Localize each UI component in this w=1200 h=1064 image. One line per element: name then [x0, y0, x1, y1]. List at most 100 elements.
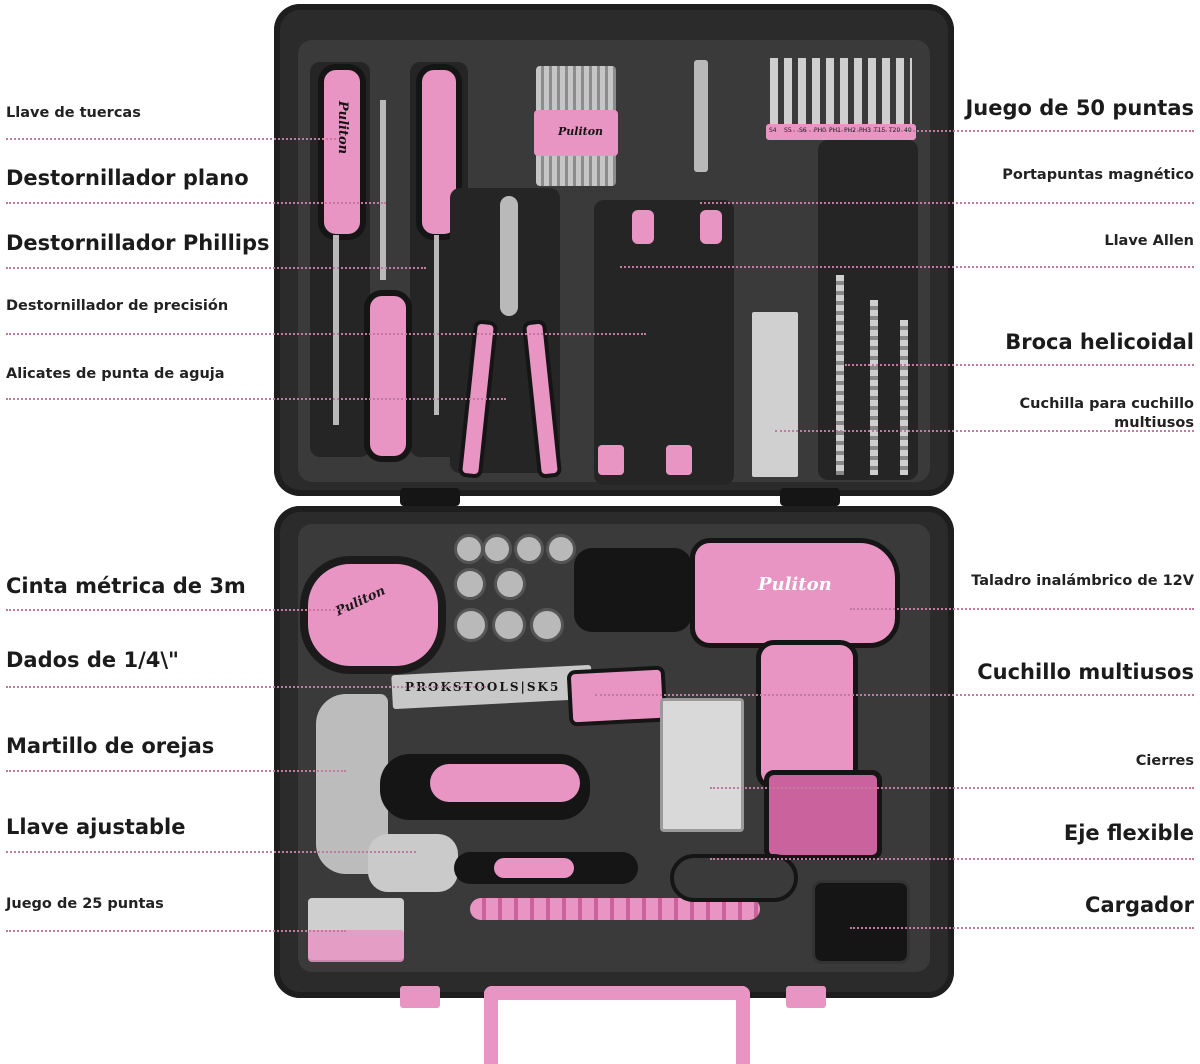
- label-portapuntas-magnetico: Portapuntas magnético: [1002, 167, 1194, 183]
- socket-5: [454, 568, 486, 600]
- precision-screwdriver-cap-2: [700, 210, 722, 244]
- latch-left[interactable]: [400, 986, 440, 1008]
- label-dados: Dados de 1/4\": [6, 648, 179, 672]
- flat-screwdriver-shaft: [380, 100, 386, 280]
- socket-3: [514, 534, 544, 564]
- socket-9: [530, 608, 564, 642]
- latch-right[interactable]: [786, 986, 826, 1008]
- label-destornillador-plano: Destornillador plano: [6, 166, 249, 190]
- label-eje-flexible: Eje flexible: [1063, 821, 1194, 845]
- label-martillo-de-orejas: Martillo de orejas: [6, 734, 215, 758]
- magnetic-bit-holder: [694, 60, 708, 172]
- bit-strip-holder: [766, 124, 916, 140]
- leader-line: [775, 430, 1194, 432]
- fasteners-box: [660, 698, 744, 832]
- drill-bit-3: [900, 320, 908, 475]
- label-llave-ajustable: Llave ajustable: [6, 815, 186, 839]
- drill-bit: [836, 275, 844, 475]
- hinge-2: [780, 488, 840, 506]
- socket-4: [546, 534, 576, 564]
- hammer-handle-grip: [430, 764, 580, 802]
- bit-size-label: T15: [874, 127, 886, 134]
- hinge: [400, 488, 460, 506]
- adjustable-wrench-grip: [494, 858, 574, 878]
- bit-size-label: PH2: [844, 127, 856, 134]
- carrying-handle[interactable]: [484, 986, 750, 1064]
- label-destornillador-phillips: Destornillador Phillips: [6, 231, 270, 255]
- precision-screwdriver-base-2: [666, 445, 692, 475]
- bit-size-label: PH1: [829, 127, 841, 134]
- label-taladro-inalambrico: Taladro inalámbrico de 12V: [971, 573, 1194, 589]
- leader-line: [6, 202, 386, 204]
- label-cuchillo-multiusos: Cuchillo multiusos: [977, 660, 1194, 684]
- phillips-screwdriver-handle: [364, 290, 412, 462]
- screwdriver-shaft: [434, 235, 439, 415]
- leader-line: [6, 267, 426, 269]
- bit-size-label: S4: [769, 127, 777, 134]
- leader-line: [710, 858, 1194, 860]
- precision-screwdriver-base: [598, 445, 624, 475]
- leader-line: [700, 202, 1194, 204]
- label-llave-de-tuercas: Llave de tuercas: [6, 105, 141, 121]
- drill-grip: [756, 640, 858, 790]
- charger-cable: [670, 854, 798, 902]
- leader-line: [850, 927, 1194, 929]
- label-alicates-de-punta-de-aguja: Alicates de punta de aguja: [6, 366, 225, 382]
- label-cargador: Cargador: [1085, 893, 1194, 917]
- nut-driver-shaft: [333, 235, 339, 425]
- bit-size-label: S6: [799, 127, 807, 134]
- precision-screwdriver-slot: [594, 200, 734, 485]
- utility-blade-pack: [752, 312, 798, 477]
- leader-line: [6, 686, 486, 688]
- socket-6: [494, 568, 526, 600]
- leader-line: [6, 398, 506, 400]
- leader-line: [6, 930, 346, 932]
- leader-line: [6, 770, 346, 772]
- label-cinta-metrica: Cinta métrica de 3m: [6, 574, 246, 598]
- tape-measure: [300, 556, 446, 674]
- adjustable-wrench-head: [368, 834, 458, 892]
- label-cierres: Cierres: [1135, 753, 1194, 769]
- label-juego-de-50-puntas: Juego de 50 puntas: [965, 96, 1194, 120]
- pliers-jaws: [500, 196, 518, 316]
- socket-8: [492, 608, 526, 642]
- bit-set-25-holder: [308, 930, 404, 962]
- drill-brand: Puliton: [758, 574, 832, 595]
- wrench-handle-pink: [318, 64, 366, 240]
- hex-key-holder: [534, 110, 618, 156]
- bit-size-label: T20: [889, 127, 901, 134]
- leader-line: [710, 787, 1194, 789]
- socket-7: [454, 608, 488, 642]
- leader-line: [850, 608, 1194, 610]
- socket-2: [482, 534, 512, 564]
- bit-size-label: 40: [904, 127, 912, 134]
- leader-line: [6, 138, 336, 140]
- leader-line: [620, 266, 1194, 268]
- leader-line: [6, 609, 346, 611]
- label-juego-de-25-puntas: Juego de 25 puntas: [6, 896, 164, 912]
- leader-line: [6, 333, 646, 335]
- screwdriver-handle-pink: [416, 64, 462, 240]
- label-destornillador-de-precision: Destornillador de precisión: [6, 298, 229, 314]
- leader-line: [845, 364, 1194, 366]
- utility-knife-body: [566, 665, 668, 727]
- label-llave-allen: Llave Allen: [1104, 233, 1194, 249]
- leader-line: [6, 851, 416, 853]
- bit-size-label: PH3: [859, 127, 871, 134]
- bit-strip: [770, 58, 912, 128]
- flexible-shaft: [470, 898, 760, 920]
- charger: [812, 880, 910, 964]
- precision-screwdriver-cap: [632, 210, 654, 244]
- drill-bit-2: [870, 300, 878, 475]
- drill-chuck: [574, 548, 692, 632]
- socket: [454, 534, 484, 564]
- cordless-drill-body: [690, 538, 900, 648]
- label-cuchilla-multiusos: multiusos: [1114, 415, 1194, 431]
- bit-size-label: S5: [784, 127, 792, 134]
- label-cuchilla-para-cuchillo: Cuchilla para cuchillo: [1019, 396, 1194, 412]
- label-broca-helicoidal: Broca helicoidal: [1005, 330, 1194, 354]
- leader-line: [595, 694, 1194, 696]
- leader-line: [790, 130, 1194, 132]
- drill-battery: [764, 770, 882, 860]
- bit-size-label: PH0: [814, 127, 826, 134]
